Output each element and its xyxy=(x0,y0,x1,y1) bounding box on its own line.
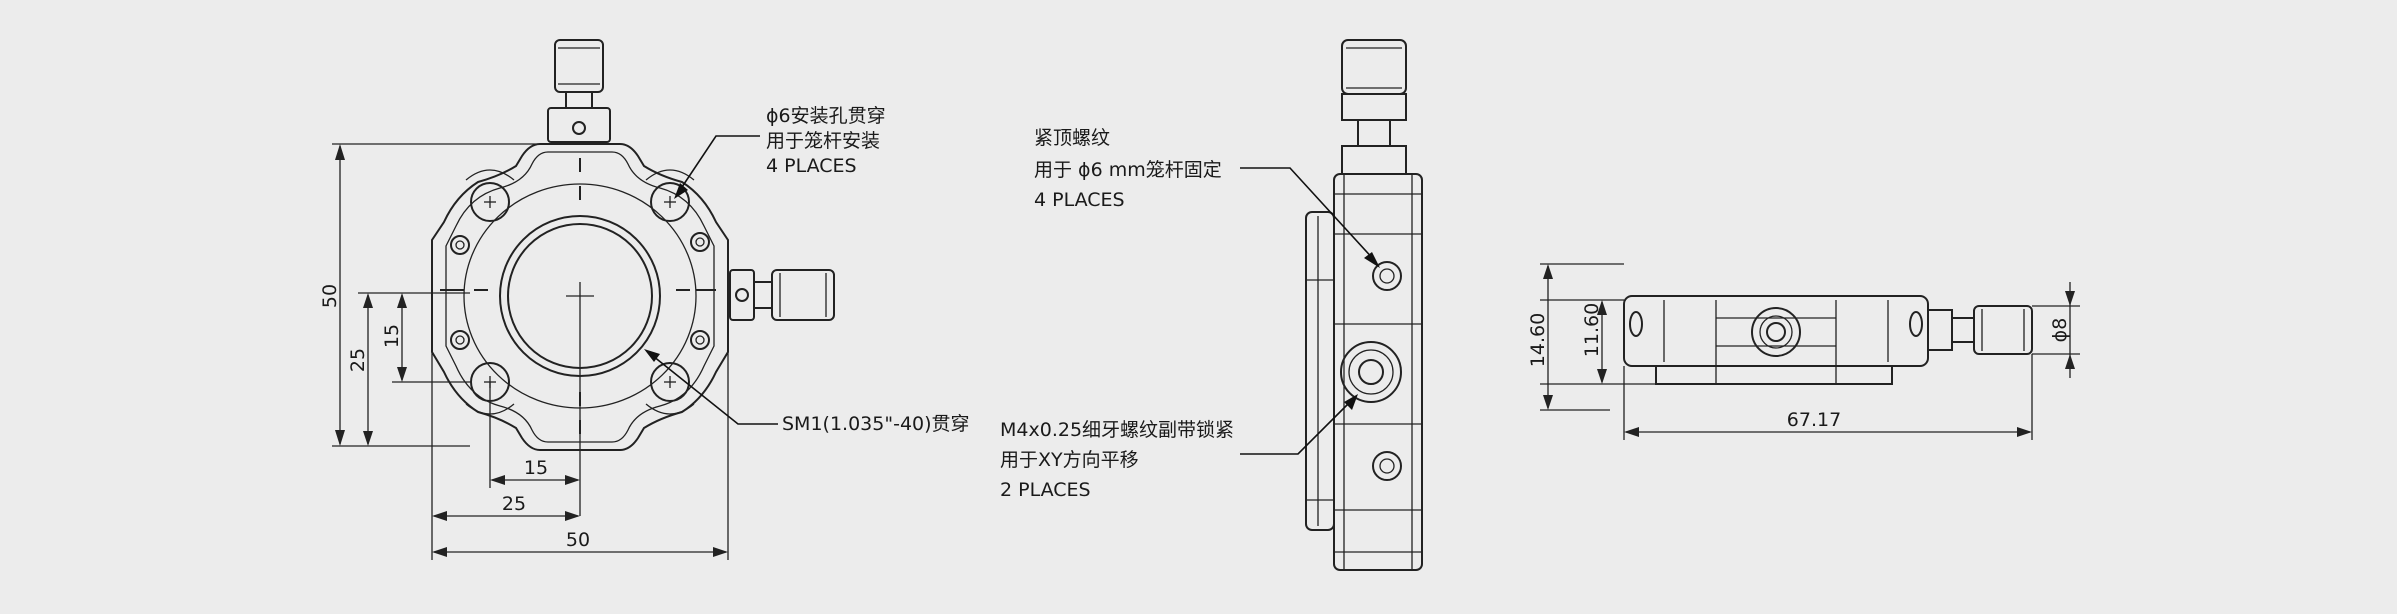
note-mount-line2: 用于笼杆安装 xyxy=(766,130,880,152)
side-set-screw-top xyxy=(1372,261,1402,291)
note-setscrew-line2: 用于 ϕ6 mm笼杆固定 xyxy=(1034,159,1222,181)
inner-plate-outline xyxy=(445,151,715,443)
dim-50-vertical: 50 xyxy=(319,284,341,308)
dim-15-horizontal: 15 xyxy=(524,457,548,479)
right-adjuster-knob xyxy=(729,269,835,321)
note-setscrew-line1: 紧顶螺纹 xyxy=(1034,127,1110,149)
note-adjust-line3: 2 PLACES xyxy=(1000,479,1091,501)
dim-14-60-label: 14.60 xyxy=(1527,313,1549,367)
dim-phi8-label: ϕ8 xyxy=(2049,318,2071,343)
set-screw-2 xyxy=(690,232,710,252)
dim-11-60-label: 11.60 xyxy=(1581,303,1603,357)
dim-11-60: 11.60 xyxy=(1581,300,1607,384)
dim-15-vertical: 15 xyxy=(381,324,403,348)
dim-h15: 15 xyxy=(490,457,580,485)
dim-overall-height: 50 xyxy=(319,143,540,447)
top-adjuster-screw xyxy=(1751,307,1801,357)
note-adjust-line2: 用于XY方向平移 xyxy=(1000,449,1139,471)
dim-overall-width: 50 xyxy=(432,529,728,557)
dim-67-17: 67.17 xyxy=(1624,409,2032,437)
dim-50-horizontal: 50 xyxy=(566,529,590,551)
dim-phi8: ϕ8 xyxy=(2049,282,2075,378)
leader-mount-hole: ϕ6安装孔贯穿 用于笼杆安装 4 PLACES xyxy=(674,105,886,199)
set-screw-4 xyxy=(690,330,710,350)
note-mount-line1: ϕ6安装孔贯穿 xyxy=(766,105,886,127)
top-view: 14.60 11.60 67.17 ϕ8 xyxy=(1527,263,2080,440)
dim-25-horizontal: 25 xyxy=(502,493,526,515)
leader-sm1-thread: SM1(1.035"-40)贯穿 xyxy=(644,349,970,435)
dim-v15: 15 xyxy=(381,293,470,383)
note-mount-line3: 4 PLACES xyxy=(766,155,857,177)
dim-67-17-label: 67.17 xyxy=(1787,409,1841,431)
front-body-outline xyxy=(431,143,729,451)
dim-25-vertical: 25 xyxy=(347,348,369,372)
note-setscrew-line3: 4 PLACES xyxy=(1034,189,1125,211)
leader-setscrew: 紧顶螺纹 用于 ϕ6 mm笼杆固定 4 PLACES xyxy=(1034,127,1380,268)
side-view: 紧顶螺纹 用于 ϕ6 mm笼杆固定 4 PLACES M4x0.25细牙螺纹副带… xyxy=(1000,39,1423,571)
front-view: 50 25 15 15 xyxy=(319,39,970,560)
note-adjust-line1: M4x0.25细牙螺纹副带锁紧 xyxy=(1000,419,1234,441)
mount-hole-tl xyxy=(470,182,510,222)
mount-hole-br xyxy=(650,362,690,402)
side-set-screw-bottom xyxy=(1372,451,1402,481)
set-screw-3 xyxy=(450,330,470,350)
dim-h25: 25 xyxy=(432,493,580,521)
dim-14-60: 14.60 xyxy=(1527,264,1553,410)
mount-hole-tr xyxy=(650,182,690,222)
note-sm1-thread: SM1(1.035"-40)贯穿 xyxy=(782,413,970,435)
top-adjuster-knob xyxy=(547,39,611,143)
dim-v25: 25 xyxy=(347,292,470,446)
set-screw-1 xyxy=(450,235,470,255)
leader-adjuster: M4x0.25细牙螺纹副带锁紧 用于XY方向平移 2 PLACES xyxy=(1000,394,1358,501)
side-adjuster-center xyxy=(1340,341,1402,403)
